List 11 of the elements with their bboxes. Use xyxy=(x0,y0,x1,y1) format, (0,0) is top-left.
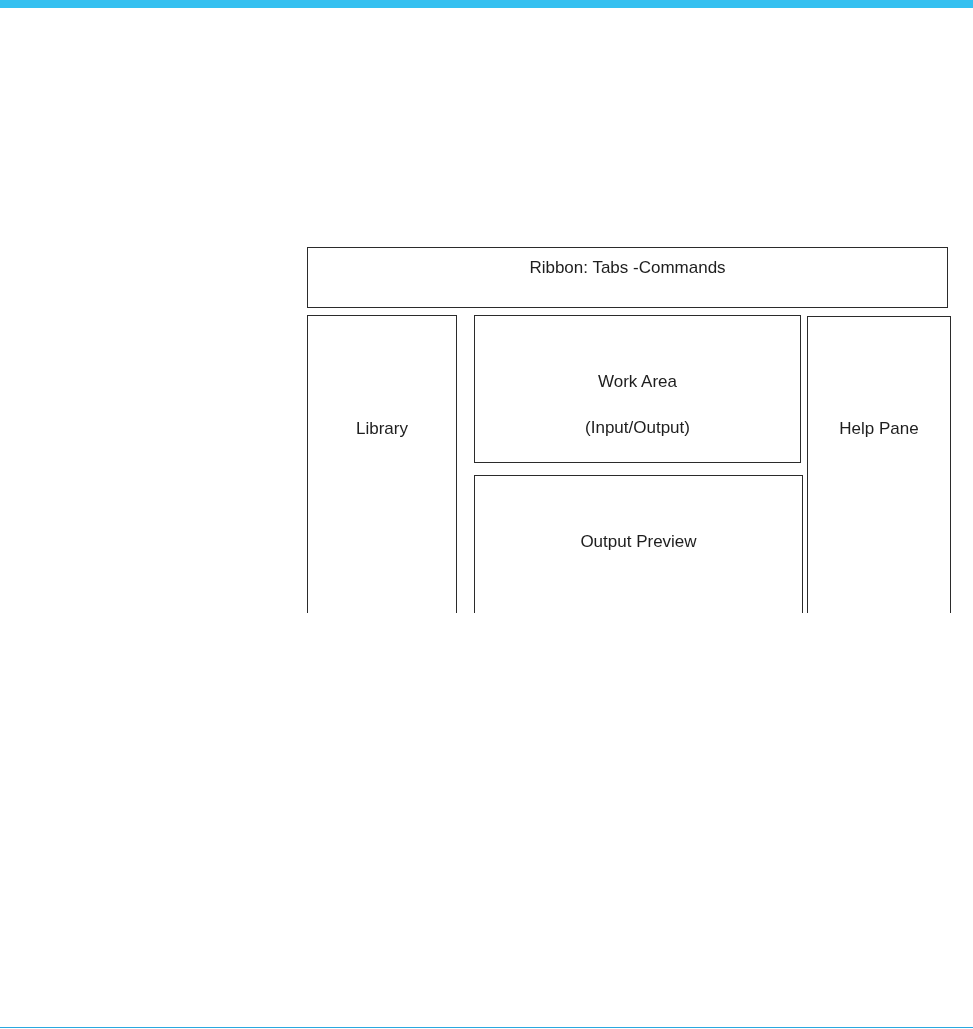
panel-box xyxy=(307,315,457,613)
panel-label: Library xyxy=(356,419,408,439)
panel-label: Work Area xyxy=(597,372,678,392)
panel-label: Output Preview xyxy=(580,532,697,552)
panel-box xyxy=(474,315,801,463)
panel-label: Ribbon: Tabs -Commands xyxy=(529,258,726,278)
panel-box xyxy=(807,316,951,613)
panel-label: Help Pane xyxy=(839,419,919,439)
panel-box xyxy=(474,475,803,613)
panel-box xyxy=(307,247,948,308)
panel-label: (Input/Output) xyxy=(585,418,690,438)
